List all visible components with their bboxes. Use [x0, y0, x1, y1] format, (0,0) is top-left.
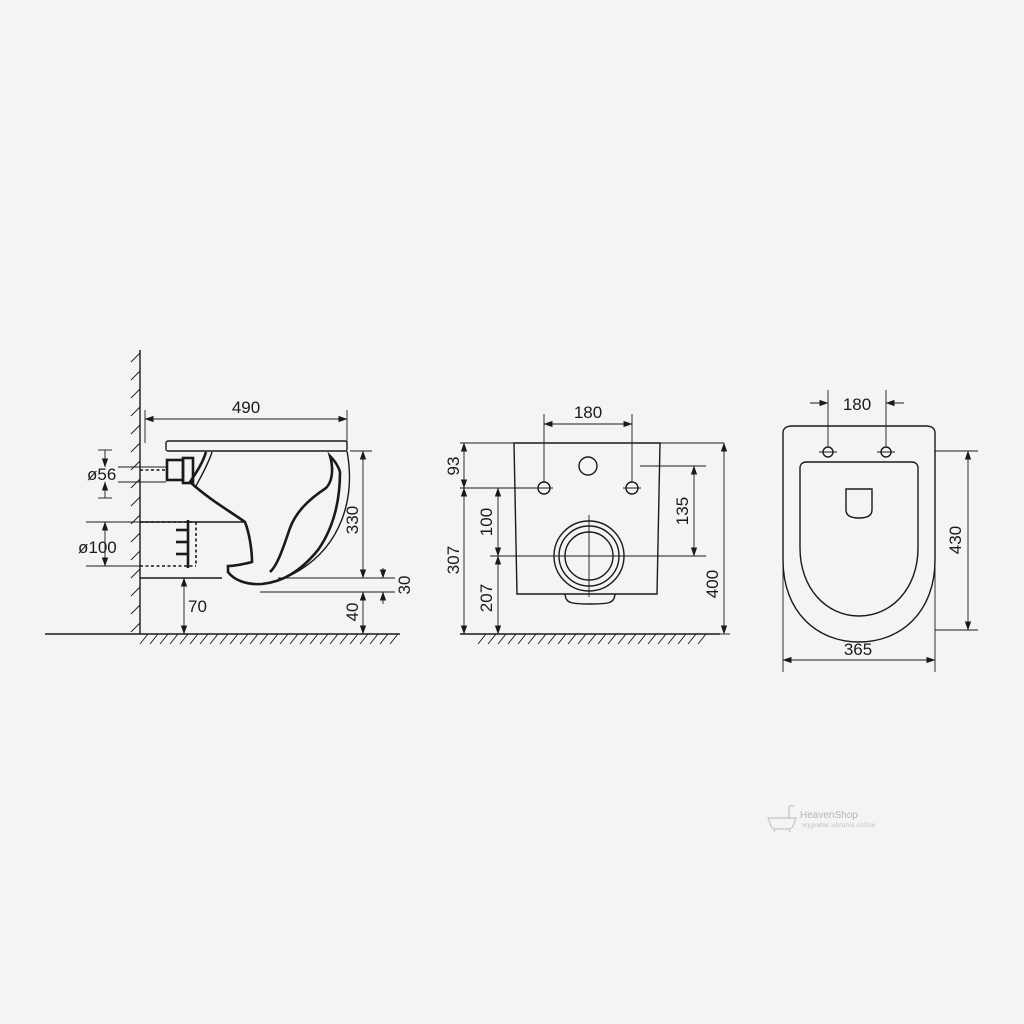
outlet-from-floor-label: 207 [477, 584, 496, 612]
top-to-bolts-label: 93 [444, 457, 463, 476]
front-dimensions: 180 93 307 100 207 135 400 [444, 403, 730, 635]
length-490-label: 490 [232, 398, 260, 417]
watermark: HeavenShop wygodne ubrania online [767, 805, 876, 833]
watermark-brand: HeavenShop [800, 810, 858, 821]
floor-side [45, 633, 400, 645]
watermark-tagline: wygodne ubrania online [802, 822, 876, 829]
floor-front [460, 633, 720, 645]
outlet-diameter-label: ø100 [78, 538, 117, 557]
front-total-height-label: 400 [703, 570, 722, 598]
bathtub-icon [767, 805, 797, 833]
wall [130, 350, 141, 634]
right-bolt-to-outlet-label: 135 [673, 497, 692, 525]
height-330-label: 330 [343, 506, 362, 534]
outlet-height-label: 70 [188, 597, 207, 616]
side-dimensions: 490 ø56 ø100 330 30 40 [78, 398, 414, 635]
toilet-front-outline [513, 442, 661, 605]
inlet-diameter-label: ø56 [87, 465, 116, 484]
bolts-to-outlet-label: 100 [477, 508, 496, 536]
bolts-from-floor-label: 307 [444, 546, 463, 574]
side-view: 490 ø56 ø100 330 30 40 [45, 350, 414, 645]
toilet-side-outline [118, 440, 351, 586]
bottom-offset-label: 40 [343, 603, 362, 622]
top-bolt-spacing-label: 180 [843, 395, 871, 414]
toilet-top-outline [782, 425, 936, 643]
rim-offset-label: 30 [395, 576, 414, 595]
top-view: 180 430 365 [782, 390, 978, 672]
top-depth-label: 430 [946, 526, 965, 554]
top-width-label: 365 [844, 640, 872, 659]
top-dimensions: 180 430 365 [782, 390, 978, 672]
front-bolt-spacing-label: 180 [574, 403, 602, 422]
front-view: 180 93 307 100 207 135 400 [444, 403, 730, 645]
water-inlet-hole [578, 456, 598, 476]
